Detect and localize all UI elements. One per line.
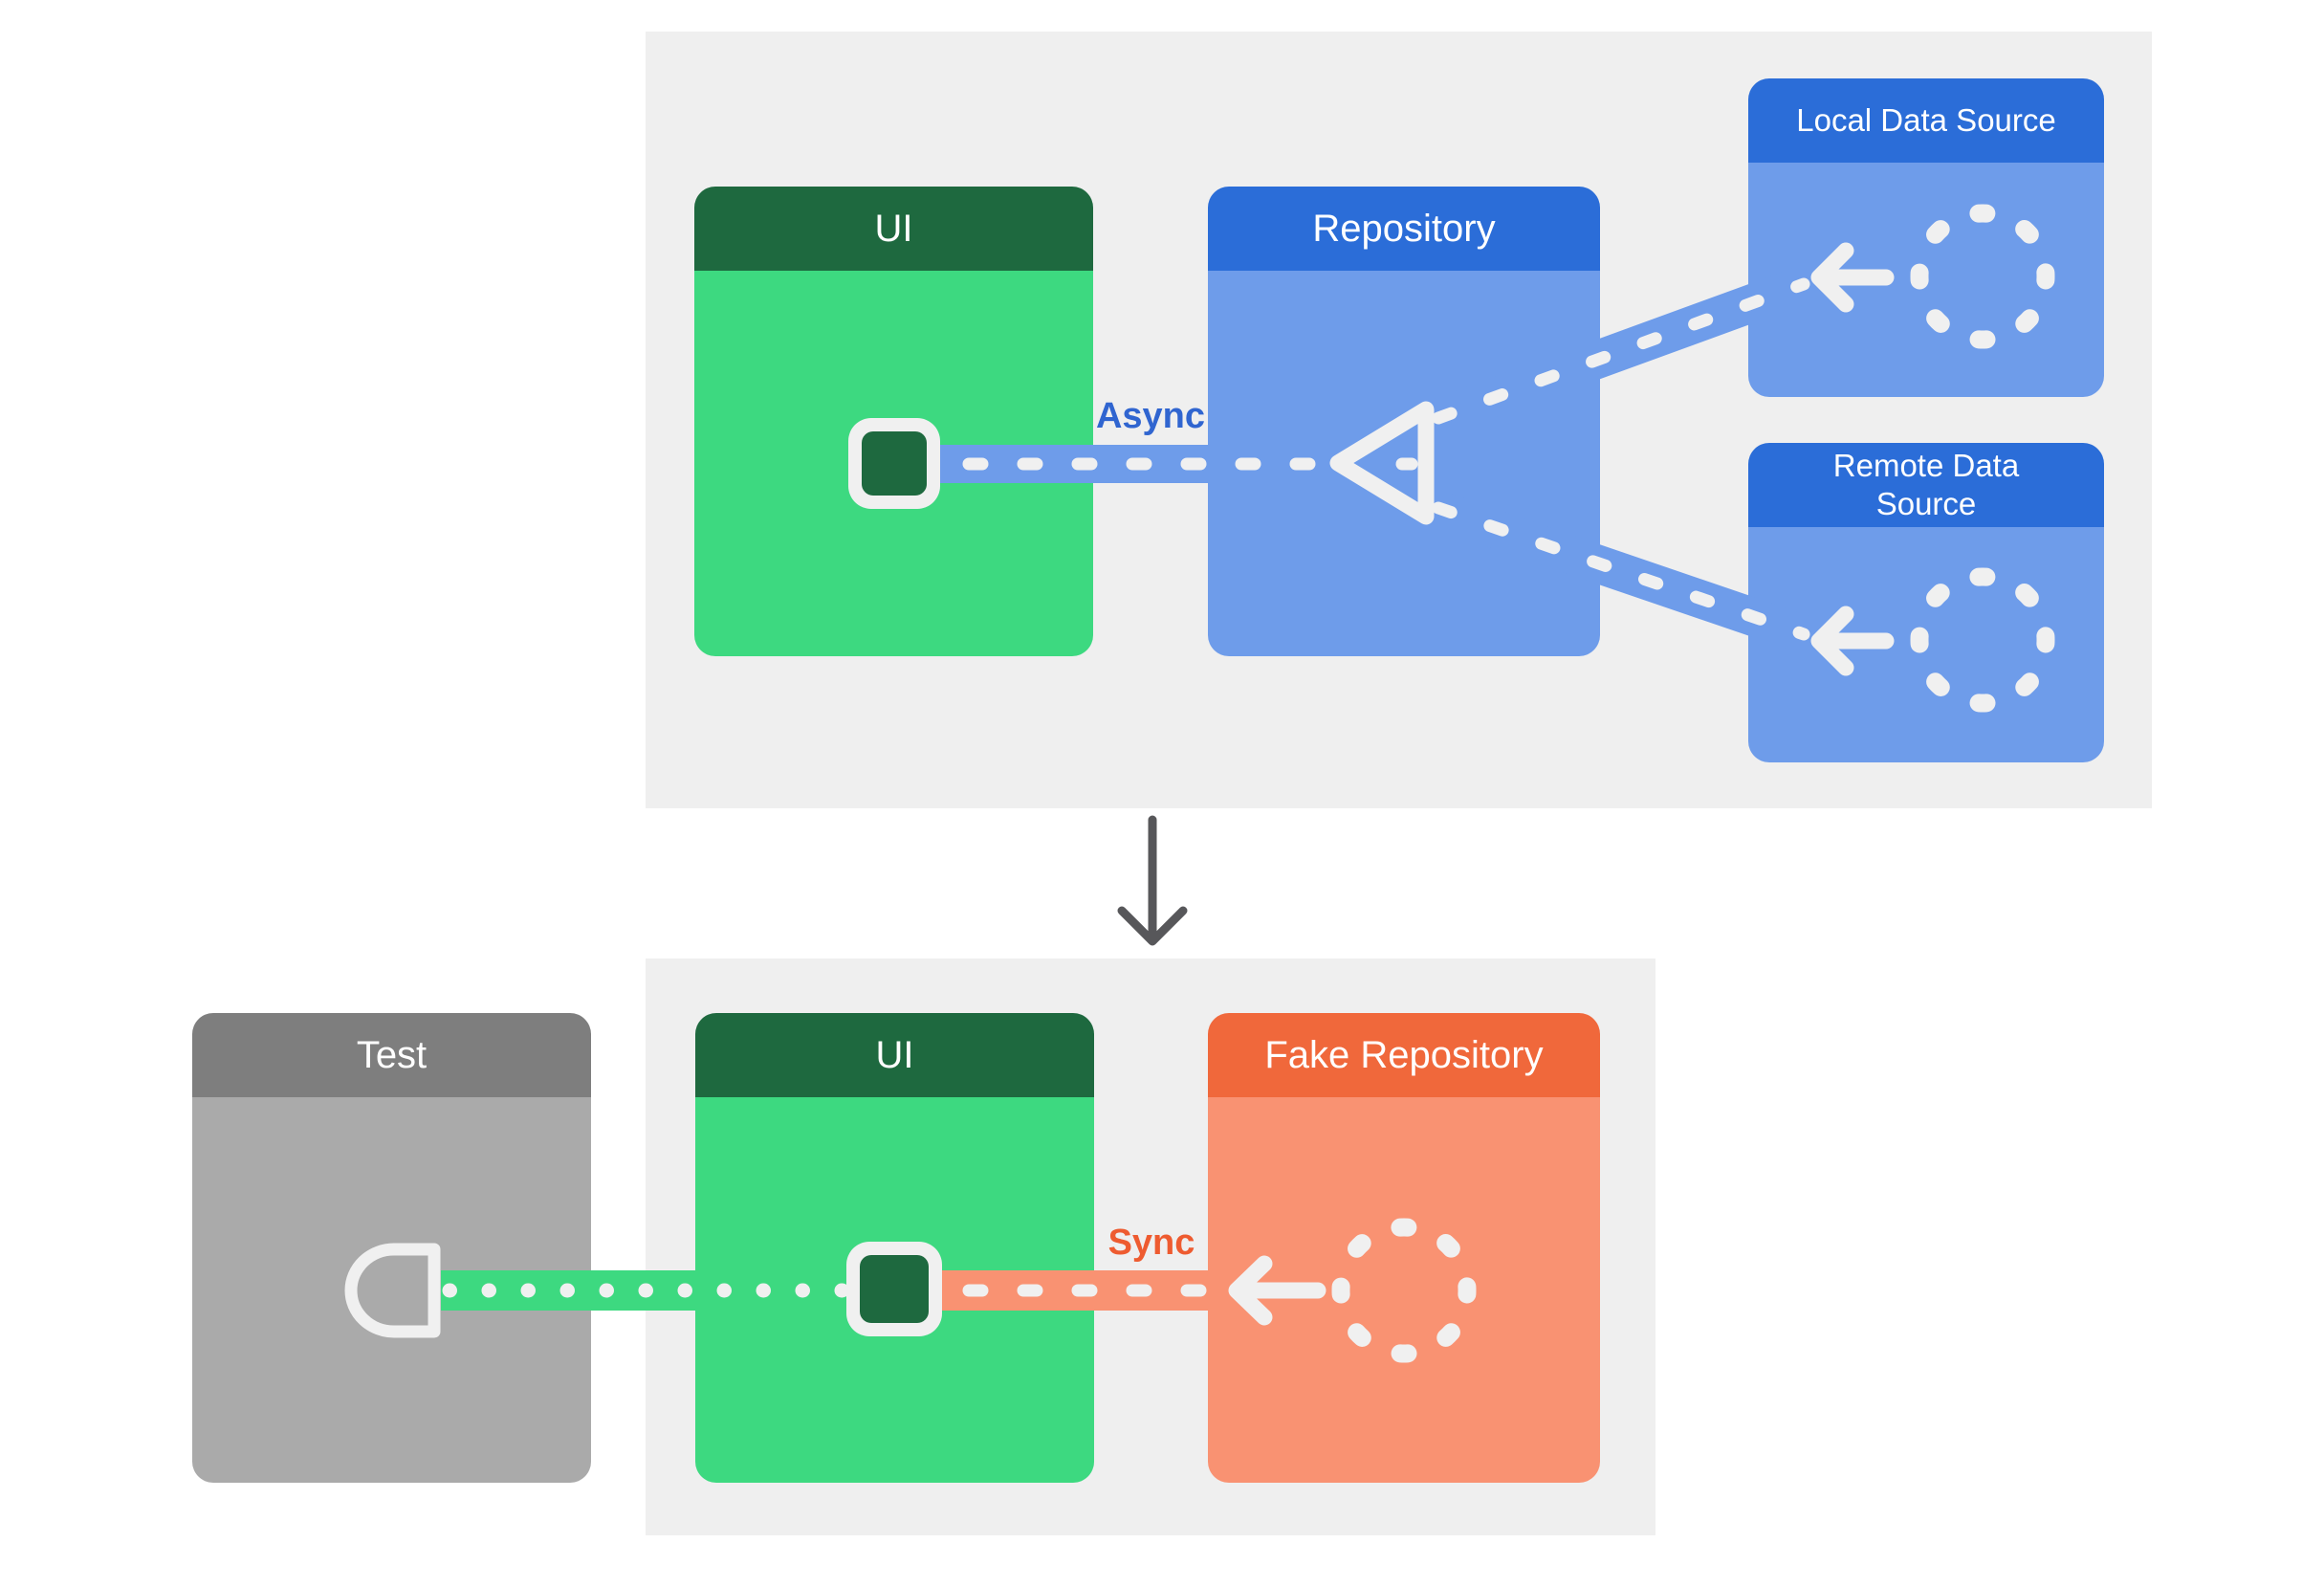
card-ui-bottom-header: UI [695, 1013, 1094, 1097]
card-ui-top: UI [694, 187, 1093, 656]
card-repository-body [1208, 271, 1600, 656]
card-fake-repository-header: Fake Repository [1208, 1013, 1600, 1097]
card-ui-bottom-body [695, 1097, 1094, 1483]
card-repository-header: Repository [1208, 187, 1600, 271]
card-test-body [192, 1097, 591, 1483]
card-ui-bottom: UI [695, 1013, 1094, 1483]
card-ui-top-body [694, 271, 1093, 656]
section-down-arrow-icon [1117, 815, 1188, 946]
card-test-title: Test [356, 1034, 428, 1076]
card-local-data-source-header: Local Data Source [1748, 78, 2104, 163]
card-remote-data-source: Remote Data Source [1748, 443, 2104, 762]
card-test: Test [192, 1013, 591, 1483]
card-test-header: Test [192, 1013, 591, 1097]
card-remote-data-source-body [1748, 527, 2104, 762]
card-ui-top-header: UI [694, 187, 1093, 271]
card-local-data-source-body [1748, 163, 2104, 397]
card-local-data-source: Local Data Source [1748, 78, 2104, 397]
card-remote-data-source-header: Remote Data Source [1748, 443, 2104, 527]
card-remote-data-source-title: Remote Data Source [1832, 448, 2020, 521]
card-ui-top-title: UI [874, 208, 913, 250]
async-label: Async [1095, 396, 1206, 436]
card-fake-repository-body [1208, 1097, 1600, 1483]
card-fake-repository: Fake Repository [1208, 1013, 1600, 1483]
card-repository: Repository [1208, 187, 1600, 656]
sync-label: Sync [1107, 1223, 1195, 1263]
card-fake-repository-title: Fake Repository [1264, 1034, 1544, 1076]
card-ui-bottom-title: UI [875, 1034, 914, 1076]
card-local-data-source-title: Local Data Source [1796, 102, 2056, 139]
card-repository-title: Repository [1312, 208, 1496, 250]
